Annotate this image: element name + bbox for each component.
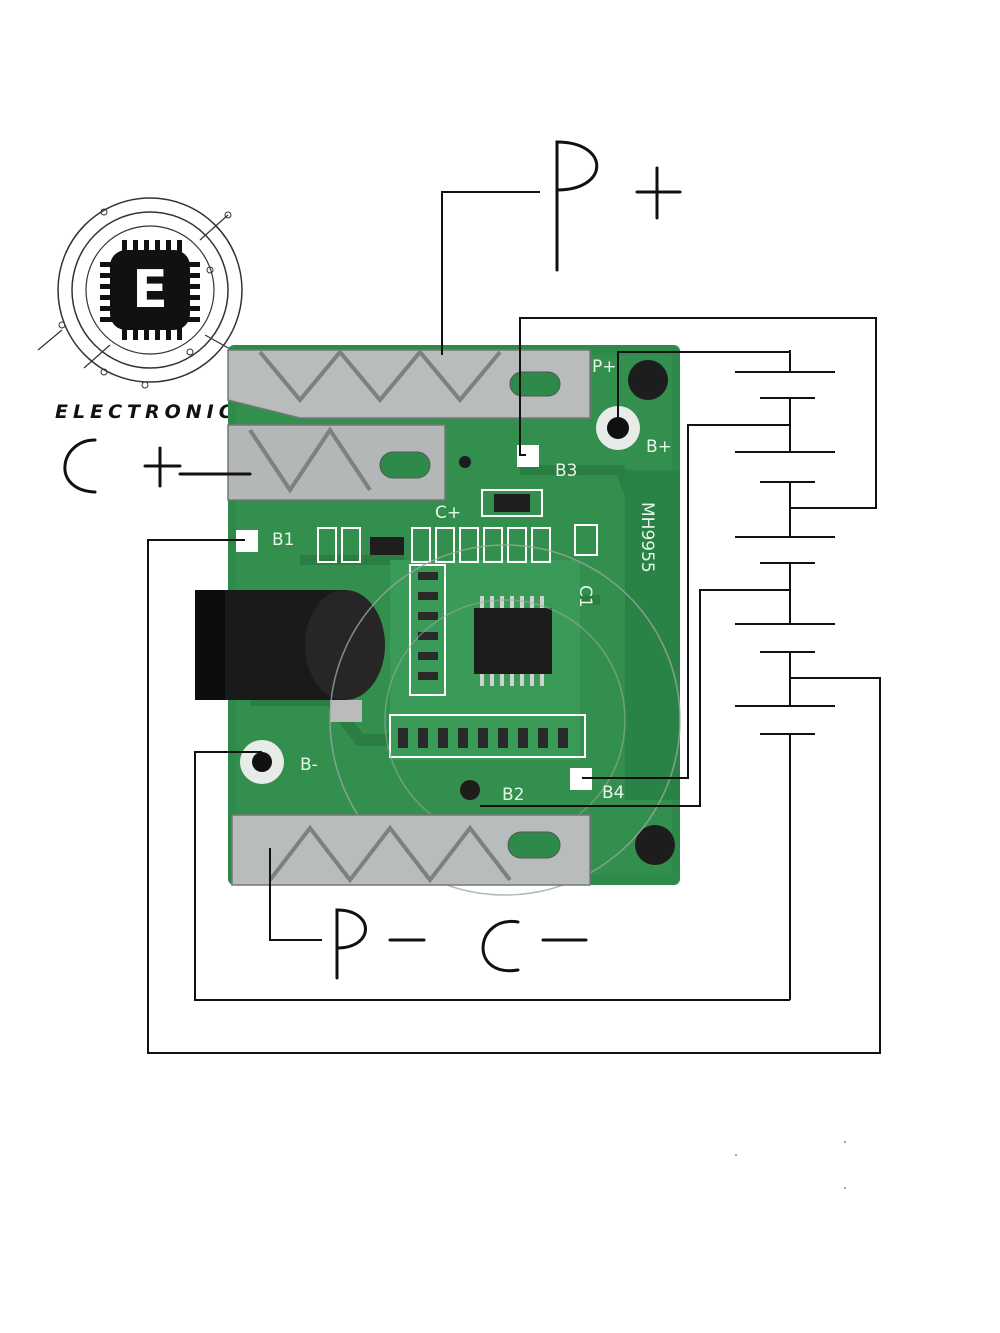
board-label-chip: MH9955 (637, 502, 657, 573)
wiring (147, 191, 881, 1054)
board-label-c-plus: C+ (435, 503, 461, 523)
board-label-p-plus: P+ (592, 357, 617, 377)
board-label-b2: B2 (502, 785, 524, 805)
label-c-plus: C+ (63, 438, 252, 494)
board-label-b4: B4 (602, 783, 624, 803)
board-label-b1: B1 (272, 530, 294, 550)
chip-circuit-logo-icon: E (37, 197, 243, 389)
board-label-b-minus: B- (300, 755, 318, 775)
logo-wordmark: ELECTRONIC (55, 401, 238, 423)
terminal-tab-p-minus (231, 814, 591, 886)
board-label-b-plus: B+ (646, 437, 672, 457)
battery-stack-icon (735, 350, 835, 1000)
label-p-minus: P - (335, 908, 426, 980)
terminal-tab-p-plus (227, 348, 591, 419)
label-c-minus: C - (481, 920, 588, 973)
label-p-plus: P + (555, 140, 682, 272)
logo-letter: E (132, 260, 168, 320)
terminal-tab-c-plus (227, 424, 446, 501)
board-label-c1: C1 (575, 585, 595, 608)
board-label-b3: B3 (555, 461, 577, 481)
ic-chip (474, 596, 552, 686)
